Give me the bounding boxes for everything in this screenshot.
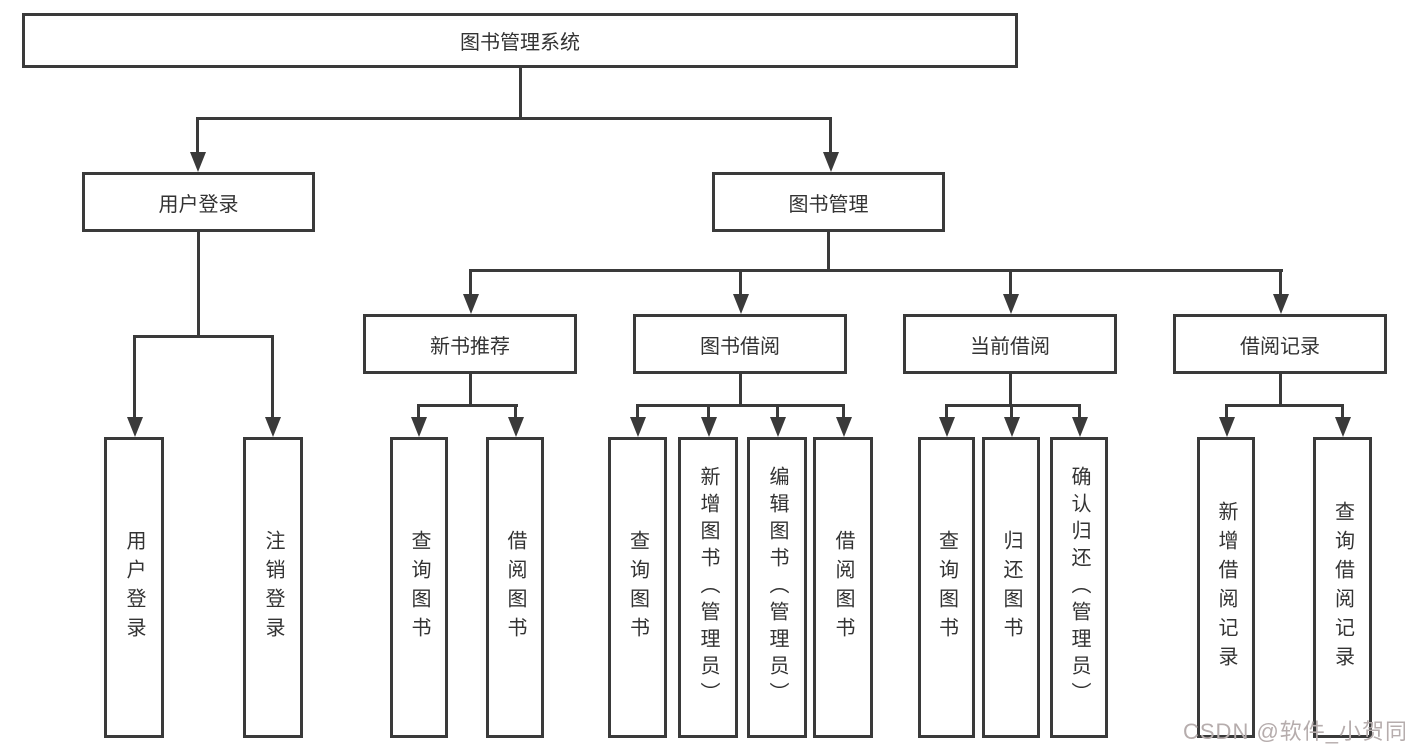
connector-new-book-rail <box>417 404 518 407</box>
leaf-query-book-2-label: 查询图书 <box>626 529 649 646</box>
leaf-confirm-return-admin: 确认归还（管理员） <box>1050 437 1108 738</box>
node-book-management-label: 图书管理 <box>788 193 869 216</box>
node-new-book-recommend-label: 新书推荐 <box>430 335 510 358</box>
node-book-borrow-label: 图书借阅 <box>700 335 780 358</box>
connector-user-login-stem <box>197 232 200 336</box>
connector-drop-borrow-record <box>1279 269 1282 297</box>
connector-drop <box>514 404 517 420</box>
leaf-return-book: 归还图书 <box>982 437 1040 738</box>
arrowhead-leaf-logout <box>265 417 281 437</box>
connector-book-borrow-stem <box>739 374 742 407</box>
connector-borrow-record-rail <box>1225 404 1344 407</box>
connector-current-borrow-rail <box>945 404 1081 407</box>
connector-book-management-stem <box>827 232 830 272</box>
leaf-user-login-label: 用户登录 <box>123 529 145 646</box>
connector-new-book-stem <box>469 374 472 407</box>
connector-drop-leaf-login <box>133 335 136 419</box>
connector-drop <box>417 404 420 420</box>
node-borrow-record-label: 借阅记录 <box>1240 335 1320 358</box>
node-current-borrow: 当前借阅 <box>903 314 1117 374</box>
node-user-login: 用户登录 <box>82 172 315 232</box>
leaf-query-borrow-record-label: 查询借阅记录 <box>1331 500 1354 675</box>
node-new-book-recommend: 新书推荐 <box>363 314 577 374</box>
connector-drop <box>1078 404 1081 420</box>
leaf-query-book-3-label: 查询图书 <box>935 529 958 646</box>
arrowhead-borrow-record <box>1273 294 1289 314</box>
leaf-borrow-book-2-label: 借阅图书 <box>832 529 854 646</box>
connector-drop-new-book <box>469 269 472 297</box>
arrowhead-book-borrow <box>733 294 749 314</box>
connector-drop-leaf-logout <box>271 335 274 419</box>
leaf-edit-book-admin: 编辑图书（管理员） <box>747 437 807 738</box>
leaf-user-login: 用户登录 <box>104 437 164 738</box>
connector-book-management-rail <box>469 269 1283 272</box>
arrowhead-current-borrow <box>1003 294 1019 314</box>
leaf-edit-book-admin-label: 编辑图书（管理员） <box>766 466 788 709</box>
arrowhead <box>939 417 955 437</box>
connector-root-stem <box>519 68 522 118</box>
leaf-add-book-admin-label: 新增图书（管理员） <box>697 466 719 709</box>
connector-borrow-record-stem <box>1279 374 1282 407</box>
connector-drop-book-management <box>829 117 832 155</box>
node-book-management: 图书管理 <box>712 172 945 232</box>
node-current-borrow-label: 当前借阅 <box>970 335 1050 358</box>
arrowhead <box>701 417 717 437</box>
node-user-login-label: 用户登录 <box>158 193 239 216</box>
arrowhead <box>1219 417 1235 437</box>
arrowhead-leaf-login <box>127 417 143 437</box>
connector-drop-book-borrow <box>739 269 742 297</box>
node-root-label: 图书管理系统 <box>460 32 580 54</box>
connector-drop <box>1010 404 1013 420</box>
leaf-logout: 注销登录 <box>243 437 303 738</box>
connector-root-rail <box>196 117 832 120</box>
connector-drop <box>776 404 779 420</box>
leaf-borrow-book-1: 借阅图书 <box>486 437 544 738</box>
leaf-query-book-1: 查询图书 <box>390 437 448 738</box>
arrowhead <box>836 417 852 437</box>
leaf-add-borrow-record-label: 新增借阅记录 <box>1215 500 1237 675</box>
node-borrow-record: 借阅记录 <box>1173 314 1387 374</box>
leaf-query-borrow-record: 查询借阅记录 <box>1313 437 1372 738</box>
connector-drop-user-login <box>196 117 199 155</box>
leaf-query-book-3: 查询图书 <box>918 437 975 738</box>
leaf-borrow-book-1-label: 借阅图书 <box>504 529 526 646</box>
arrowhead <box>411 417 427 437</box>
leaf-add-book-admin: 新增图书（管理员） <box>678 437 738 738</box>
connector-drop <box>945 404 948 420</box>
leaf-logout-label: 注销登录 <box>262 529 284 646</box>
arrowhead <box>1004 417 1020 437</box>
connector-drop <box>636 404 639 420</box>
connector-drop <box>842 404 845 420</box>
arrowhead <box>1072 417 1088 437</box>
connector-drop <box>707 404 710 420</box>
connector-book-borrow-rail <box>636 404 845 407</box>
csdn-watermark: CSDN @软件_小贺同学 <box>1183 719 1405 744</box>
arrowhead <box>508 417 524 437</box>
connector-drop-current-borrow <box>1009 269 1012 297</box>
leaf-borrow-book-2: 借阅图书 <box>813 437 873 738</box>
connector-drop <box>1225 404 1228 420</box>
leaf-query-book-2: 查询图书 <box>608 437 667 738</box>
node-book-borrow: 图书借阅 <box>633 314 847 374</box>
leaf-confirm-return-admin-label: 确认归还（管理员） <box>1068 466 1090 709</box>
arrowhead-new-book <box>463 294 479 314</box>
connector-current-borrow-stem <box>1009 374 1012 407</box>
connector-drop <box>1341 404 1344 420</box>
leaf-query-book-1-label: 查询图书 <box>408 529 430 646</box>
arrowhead-user-login <box>190 152 206 172</box>
arrowhead-book-management <box>823 152 839 172</box>
leaf-add-borrow-record: 新增借阅记录 <box>1197 437 1255 738</box>
connector-user-login-rail <box>133 335 274 338</box>
arrowhead <box>1335 417 1351 437</box>
arrowhead <box>770 417 786 437</box>
leaf-return-book-label: 归还图书 <box>1000 529 1022 646</box>
node-root: 图书管理系统 <box>22 13 1018 68</box>
arrowhead <box>630 417 646 437</box>
